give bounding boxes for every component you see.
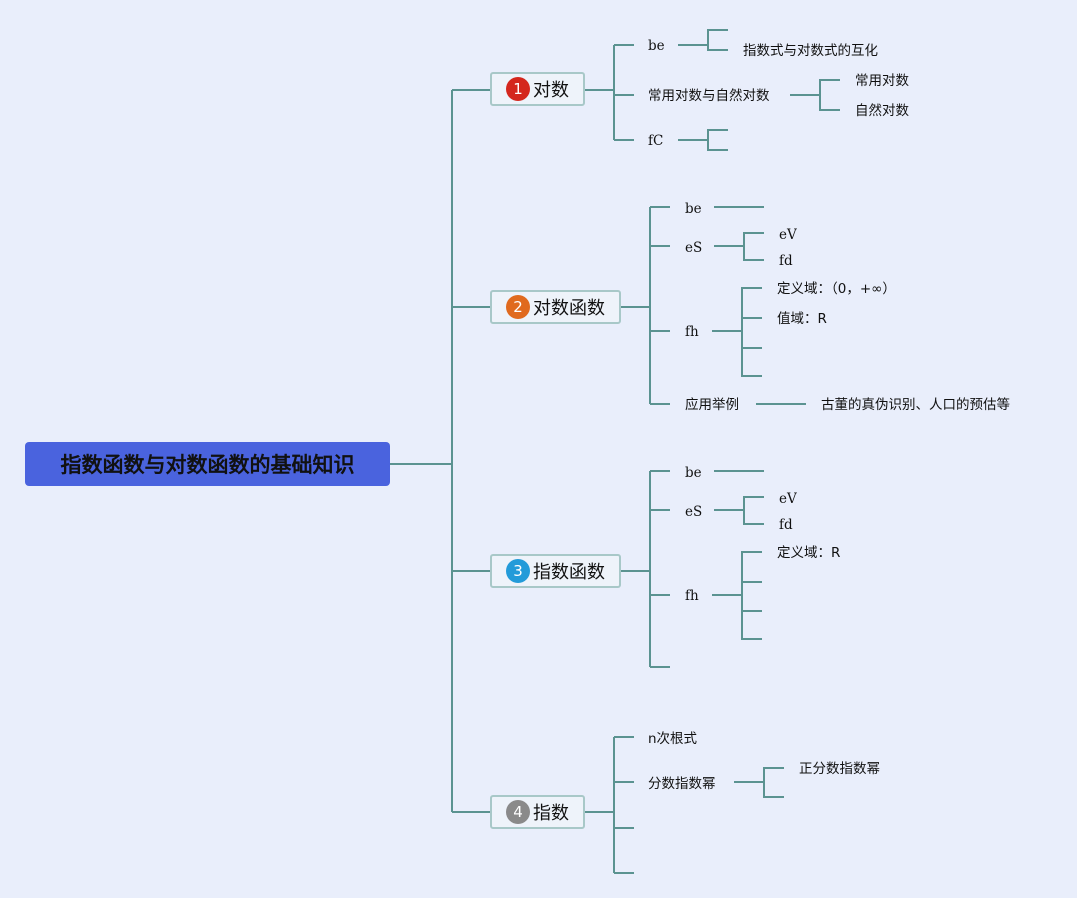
topic-exponent[interactable]: 4 指数 [490,795,585,829]
topic-label: 对数函数 [533,298,605,319]
central-topic-label: 指数函数与对数函数的基础知识 [60,453,355,477]
subtopic[interactable]: be [648,38,665,54]
subtopic[interactable]: 分数指数幂 [648,776,716,792]
topic-label: 指数函数 [533,562,605,583]
subtopic-leaf[interactable]: eV [779,227,797,243]
subtopic-leaf[interactable]: 定义域：R [777,545,841,561]
topic-logarithmic-function[interactable]: 2 对数函数 [490,290,621,324]
subtopic[interactable]: fh [685,588,699,604]
priority-4-icon: 4 [506,800,530,824]
central-topic[interactable]: 指数函数与对数函数的基础知识 [25,442,390,486]
subtopic[interactable]: fC [648,133,664,149]
subtopic[interactable]: n次根式 [648,731,698,747]
subtopic[interactable]: eS [685,240,703,256]
subtopic-leaf[interactable]: fd [779,253,793,269]
subtopic[interactable]: be [685,465,702,481]
subtopic[interactable]: be [685,201,702,217]
subtopic-leaf[interactable]: 定义域：（0，+∞） [777,281,896,297]
subtopic[interactable]: 常用对数与自然对数 [648,88,770,104]
subtopic[interactable]: 应用举例 [685,397,739,413]
priority-1-icon: 1 [506,77,530,101]
subtopic-leaf[interactable]: 常用对数 [855,73,909,89]
topic-logarithm[interactable]: 1 对数 [490,72,585,106]
subtopic[interactable]: fh [685,324,699,340]
subtopic-leaf[interactable]: 值域：R [777,311,827,327]
topic-exponential-function[interactable]: 3 指数函数 [490,554,621,588]
subtopic-leaf[interactable]: 古董的真伪识别、人口的预估等 [821,397,1010,413]
subtopic-leaf[interactable]: fd [779,517,793,533]
subtopic-leaf[interactable]: 正分数指数幂 [799,761,880,777]
subtopic-leaf[interactable]: 指数式与对数式的互化 [743,43,878,59]
subtopic[interactable]: eS [685,504,703,520]
subtopic-leaf[interactable]: 自然对数 [855,103,909,119]
subtopic-leaf[interactable]: eV [779,491,797,507]
priority-2-icon: 2 [506,295,530,319]
topic-label: 对数 [533,80,569,101]
priority-3-icon: 3 [506,559,530,583]
topic-label: 指数 [533,803,569,824]
